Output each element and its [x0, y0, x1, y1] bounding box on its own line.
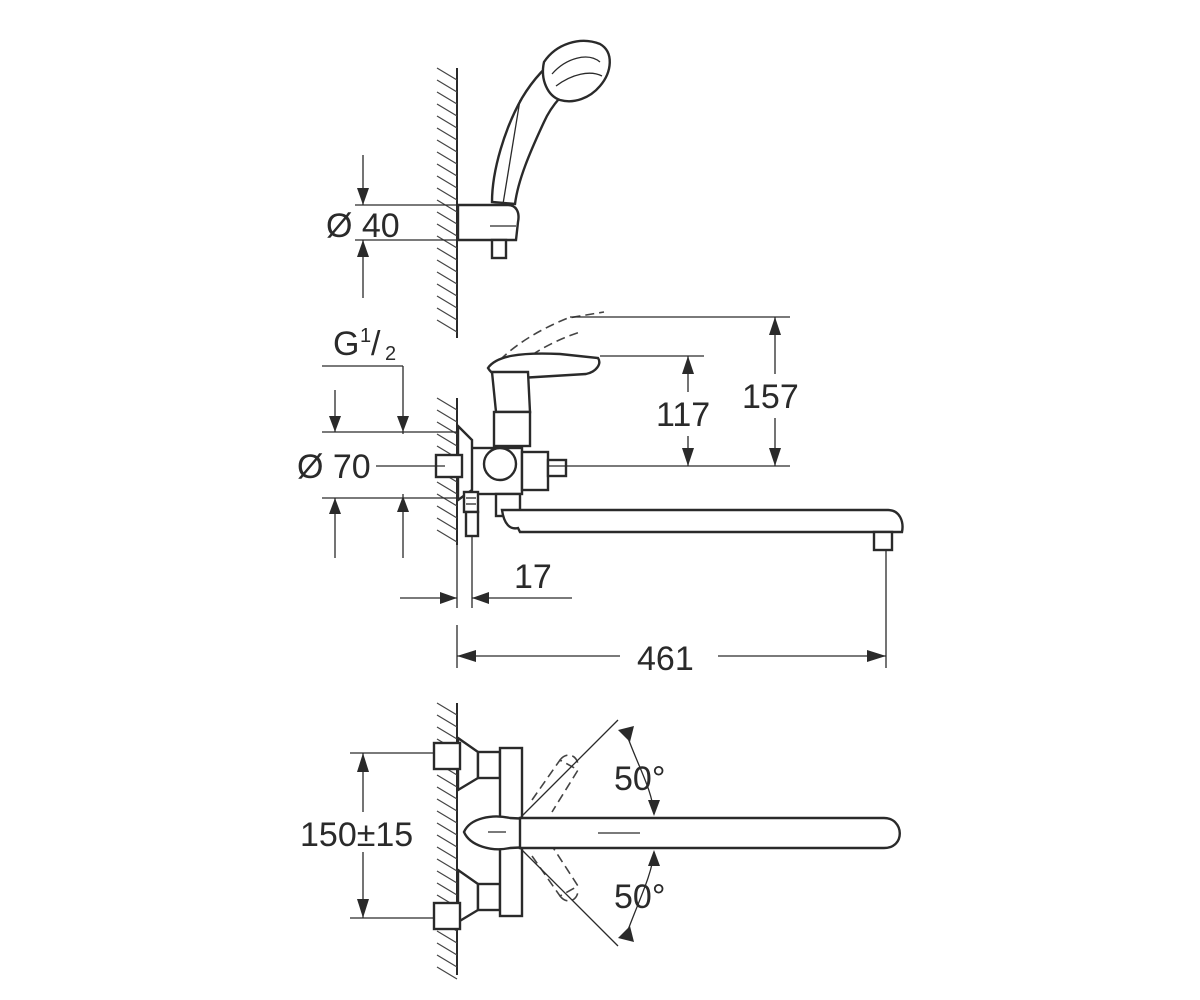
wall-holder — [456, 203, 520, 260]
wall-hatch-line — [436, 846, 458, 860]
dim-dia-70-label: Ø 70 — [297, 448, 371, 486]
wall-hatch-line — [436, 211, 458, 225]
dim-thread-den: 2 — [385, 343, 396, 365]
wall-hatch-line — [436, 79, 458, 93]
dim-117-label: 117 — [656, 396, 710, 434]
wall-hatch-line — [436, 481, 458, 495]
dimension-angle-lower: 50° — [519, 847, 665, 947]
wall-hatch-line — [436, 397, 458, 411]
wall-hatch-line — [436, 433, 458, 447]
wall-hatch-line — [436, 714, 458, 728]
dimension-dia-70: Ø 70 — [297, 390, 458, 558]
mixer-side-view — [434, 311, 904, 552]
dimension-dia-40: Ø 40 — [326, 155, 458, 298]
wall-hatch-line — [436, 702, 458, 716]
wall-hatch-line — [436, 834, 458, 848]
wall-hatch-line — [436, 163, 458, 177]
mixer-top-view — [432, 735, 901, 931]
dim-17-label: 17 — [514, 558, 552, 596]
wall-hatch-line — [436, 774, 458, 788]
wall-hatch-line — [436, 91, 458, 105]
hand-shower — [490, 39, 611, 206]
wall-hatch-line — [436, 295, 458, 309]
dim-angle-upper-label: 50° — [614, 760, 665, 798]
dim-thread-g: G — [333, 325, 359, 363]
wall-hatch-line — [436, 235, 458, 249]
wall-hatch-line — [436, 493, 458, 507]
wall-hatch-line — [436, 247, 458, 261]
wall-hatch-line — [436, 858, 458, 872]
wall-hatch-line — [436, 726, 458, 740]
wall-hatch-line — [436, 223, 458, 237]
wall-hatch-line — [436, 307, 458, 321]
dim-dia-40-label: Ø 40 — [326, 207, 400, 245]
wall-hatch-line — [436, 409, 458, 423]
dimension-thread-g: G 1 / 2 — [322, 325, 409, 558]
wall-hatch-line — [436, 517, 458, 531]
dim-150-label: 150±15 — [300, 816, 413, 854]
wall-hatch-line — [436, 259, 458, 273]
wall-hatch-line — [436, 942, 458, 956]
wall-hatch-line — [436, 529, 458, 543]
wall-hatch-line — [436, 870, 458, 884]
wall-hatch-line — [436, 199, 458, 213]
wall-hatch-line — [436, 127, 458, 141]
wall-hatch-line — [436, 187, 458, 201]
wall-upper — [436, 67, 458, 338]
dim-461-label: 461 — [637, 640, 694, 678]
wall-hatch-line — [436, 115, 458, 129]
dimension-461: 461 — [456, 550, 887, 678]
wall-hatch-line — [436, 283, 458, 297]
wall-hatch-line — [436, 966, 458, 980]
wall-hatch-line — [436, 954, 458, 968]
dimension-150: 150±15 — [300, 752, 434, 919]
wall-hatch-line — [436, 810, 458, 824]
wall-hatch-line — [436, 67, 458, 81]
dim-157-label: 157 — [742, 378, 799, 416]
wall-hatch-line — [436, 505, 458, 519]
wall-hatch-line — [436, 930, 458, 944]
wall-hatch-line — [436, 175, 458, 189]
wall-hatch-line — [436, 786, 458, 800]
wall-middle — [436, 397, 458, 545]
wall-hatch-line — [436, 103, 458, 117]
dimension-117: 117 — [548, 355, 790, 467]
wall-hatch-line — [436, 882, 458, 896]
dim-angle-lower-label: 50° — [614, 878, 665, 916]
wall-hatch-line — [436, 822, 458, 836]
dim-thread-num: 1 — [360, 325, 371, 347]
wall-hatch-line — [436, 271, 458, 285]
dimension-157: 157 — [570, 316, 810, 466]
wall-hatch-line — [436, 139, 458, 153]
svg-text:/: / — [371, 325, 381, 363]
dimension-17: 17 — [400, 536, 572, 608]
wall-hatch-line — [436, 151, 458, 165]
wall-hatch-line — [436, 319, 458, 333]
wall-hatch-line — [436, 798, 458, 812]
dimension-angle-upper: 50° — [519, 719, 665, 819]
